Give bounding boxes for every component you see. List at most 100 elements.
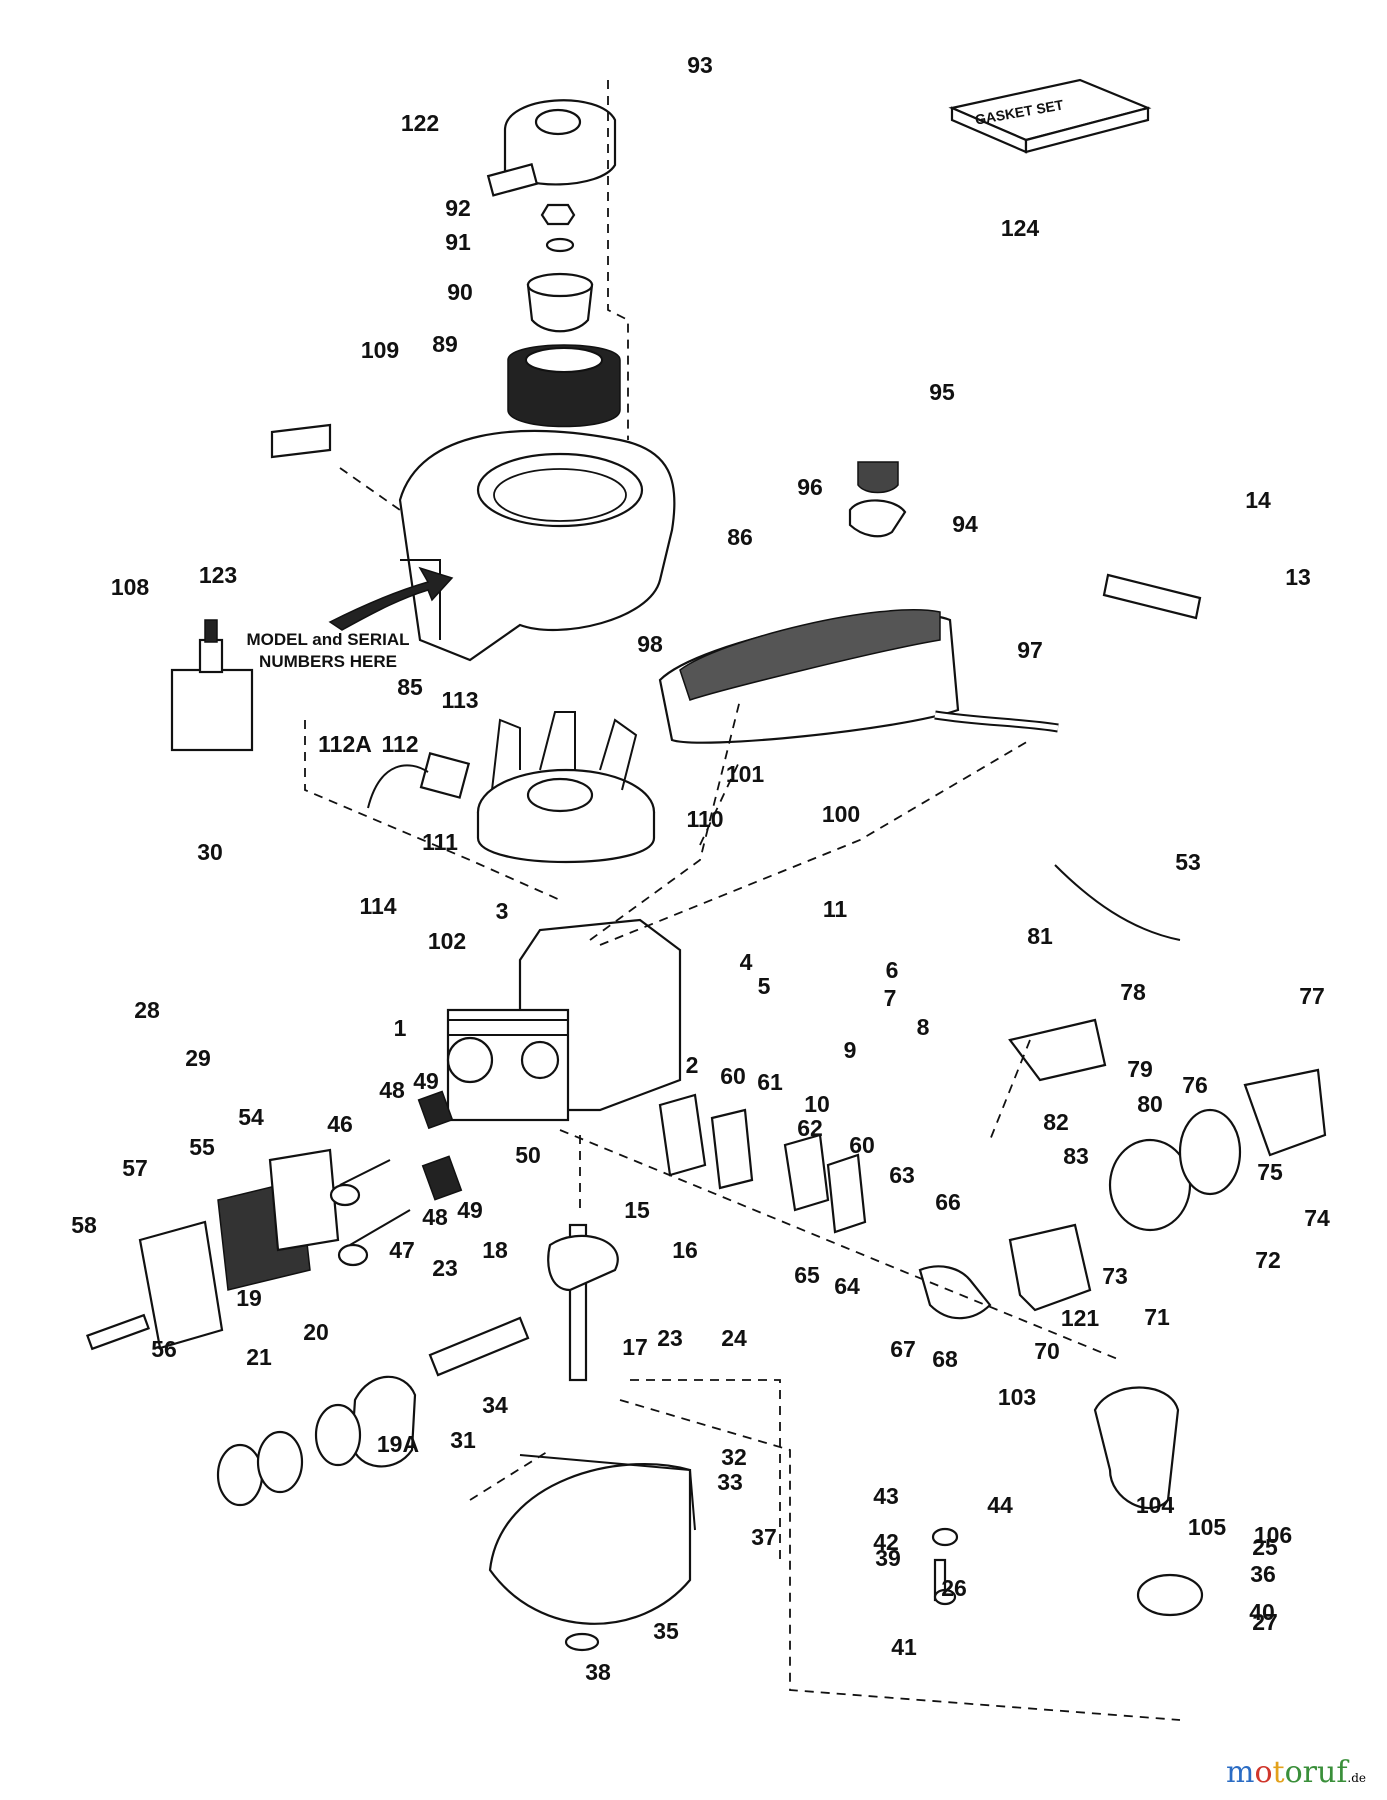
callout-15: 15 <box>624 1197 650 1223</box>
callout-111: 111 <box>422 829 458 855</box>
callout-5: 5 <box>758 973 771 999</box>
callout-102: 102 <box>428 928 466 954</box>
oil-seal <box>564 1632 600 1652</box>
callout-48: 48 <box>422 1204 448 1230</box>
callout-98: 98 <box>637 631 663 657</box>
callout-48: 48 <box>379 1077 405 1103</box>
callout-24: 24 <box>721 1325 747 1351</box>
flywheel <box>476 711 656 864</box>
piston <box>350 1375 417 1468</box>
callout-78: 78 <box>1120 979 1146 1005</box>
callout-93: 93 <box>687 52 713 78</box>
callout-70: 70 <box>1034 1338 1060 1364</box>
callout-42: 42 <box>873 1529 899 1555</box>
callout-67: 67 <box>890 1336 916 1362</box>
throttle-link-53 <box>1054 864 1181 941</box>
callout-77: 77 <box>1299 983 1325 1009</box>
watermark-suffix: .de <box>1347 1771 1366 1785</box>
callout-83: 83 <box>1063 1143 1089 1169</box>
callout-17: 17 <box>622 1334 648 1360</box>
callout-34: 34 <box>482 1392 508 1418</box>
callout-44: 44 <box>987 1492 1013 1518</box>
callout-92: 92 <box>445 195 471 221</box>
breather-gaskets <box>658 1093 867 1234</box>
callout-60: 60 <box>849 1132 875 1158</box>
callout-58: 58 <box>71 1212 97 1238</box>
callout-89: 89 <box>432 331 458 357</box>
rewind-starter-gear <box>1136 1573 1204 1617</box>
watermark: motoruf.de <box>1226 1755 1366 1790</box>
engine-block <box>446 918 682 1122</box>
valves <box>329 1159 411 1267</box>
piston-rings <box>216 1403 362 1507</box>
callout-46: 46 <box>327 1111 353 1137</box>
callout-29: 29 <box>185 1045 211 1071</box>
callout-10: 10 <box>804 1091 830 1117</box>
bracket-13 <box>1102 573 1202 620</box>
callout-14: 14 <box>1245 487 1271 513</box>
carburetor <box>1008 1223 1092 1312</box>
muffler <box>1093 1386 1180 1510</box>
callout-96: 96 <box>797 474 823 500</box>
callout-74: 74 <box>1304 1205 1330 1231</box>
callout-4: 4 <box>740 949 753 975</box>
valve-springs <box>417 1090 463 1201</box>
callout-9: 9 <box>844 1037 857 1063</box>
callout-72: 72 <box>1255 1247 1281 1273</box>
callout-75: 75 <box>1257 1159 1283 1185</box>
callout-109: 109 <box>361 337 399 363</box>
callout-11: 11 <box>823 896 848 922</box>
fuel-cap <box>857 461 899 494</box>
nut <box>540 203 576 226</box>
connecting-rod <box>428 1316 530 1377</box>
callout-53: 53 <box>1175 849 1201 875</box>
callout-33: 33 <box>717 1469 743 1495</box>
callout-3: 3 <box>496 898 509 924</box>
callout-60: 60 <box>720 1063 746 1089</box>
callout-91: 91 <box>445 229 471 255</box>
crankcase-cover <box>488 1454 696 1625</box>
callout-49: 49 <box>413 1068 439 1094</box>
callout-43: 43 <box>873 1483 899 1509</box>
callout-23: 23 <box>657 1325 683 1351</box>
callout-123: 123 <box>199 562 237 588</box>
callout-61: 61 <box>757 1069 783 1095</box>
callout-20: 20 <box>303 1319 329 1345</box>
callout-21: 21 <box>246 1344 272 1370</box>
callout-122: 122 <box>401 110 439 136</box>
callout-66: 66 <box>935 1189 961 1215</box>
head-gasket <box>268 1148 340 1252</box>
model-serial-arrow <box>328 566 454 631</box>
fuel-line-97 <box>934 710 1059 733</box>
callout-37: 37 <box>751 1524 777 1550</box>
callout-57: 57 <box>122 1155 148 1181</box>
callout-112A: 112A <box>318 731 372 757</box>
callout-95: 95 <box>929 379 955 405</box>
gasket-set-box: GASKET SET <box>948 78 1152 154</box>
callout-121: 121 <box>1061 1305 1100 1331</box>
blower-housing <box>398 429 676 662</box>
callout-63: 63 <box>889 1162 915 1188</box>
callout-82: 82 <box>1043 1109 1069 1135</box>
callout-16: 16 <box>672 1237 698 1263</box>
decal-109 <box>270 423 332 459</box>
callout-62: 62 <box>797 1115 823 1141</box>
governor-gear <box>931 1527 959 1606</box>
callout-73: 73 <box>1102 1263 1128 1289</box>
electric-starter <box>170 619 254 752</box>
callout-108: 108 <box>111 574 150 600</box>
callout-106: 106 <box>1254 1522 1292 1548</box>
callout-19: 19 <box>236 1285 262 1311</box>
shield-57 <box>138 1220 224 1350</box>
callout-40: 40 <box>1249 1599 1275 1625</box>
control-bracket <box>1008 1018 1107 1082</box>
callout-6: 6 <box>886 957 899 983</box>
spark-plug <box>86 1313 150 1351</box>
callout-18: 18 <box>482 1237 508 1263</box>
callout-32: 32 <box>721 1444 747 1470</box>
callout-64: 64 <box>834 1273 860 1299</box>
callout-49: 49 <box>457 1197 483 1223</box>
callout-41: 41 <box>891 1634 917 1660</box>
